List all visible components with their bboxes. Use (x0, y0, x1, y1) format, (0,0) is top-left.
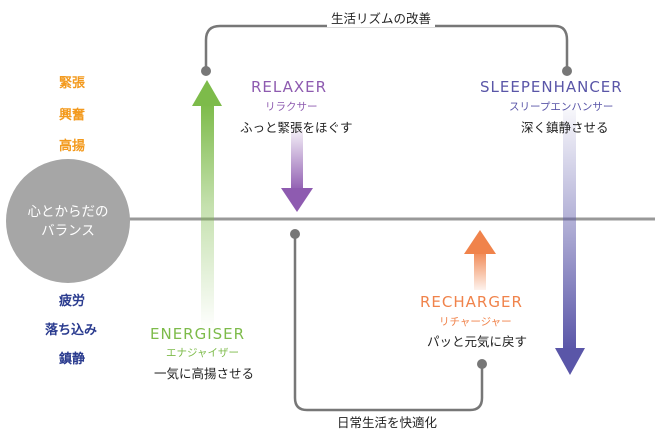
sleepenhancer-kana: スリープエンハンサー (509, 101, 614, 113)
bottom-loop-connector (293, 234, 484, 412)
top-loop-connector (204, 24, 569, 71)
sleepenhancer-name: SLEEPENHANCER (480, 78, 623, 96)
state-fatigue: 疲労 (59, 294, 86, 309)
balance-circle-line1: 心とからだの (27, 204, 109, 220)
energiser-arrow (192, 80, 222, 330)
state-tension: 緊張 (59, 76, 86, 91)
energiser-name: ENERGISER (150, 325, 246, 343)
bottom-loop-left-dot (290, 229, 300, 239)
balance-circle-line2: バランス (41, 223, 95, 239)
bottom-loop-right-dot (477, 359, 487, 369)
sleepenhancer-desc: 深く鎮静させる (521, 120, 609, 135)
relaxer-kana: リラクサー (265, 101, 318, 113)
recharger-desc: パッと元気に戻す (427, 334, 528, 349)
recharger-kana: リチャージャー (439, 316, 512, 328)
recharger-arrow (464, 230, 496, 290)
balance-circle-label: 心とからだの バランス (6, 203, 130, 241)
energiser-desc: 一気に高揚させる (154, 366, 255, 381)
state-depression: 落ち込み (45, 323, 98, 338)
sleepenhancer-arrow (555, 110, 585, 375)
balance-circle (6, 159, 130, 283)
relaxer-desc: ふっと緊張をほぐす (240, 120, 353, 135)
relaxer-name: RELAXER (251, 78, 328, 96)
bottom-loop-label: 日常生活を快適化 (333, 412, 442, 431)
relaxer-arrow (281, 130, 313, 212)
state-calm: 鎮静 (59, 352, 86, 367)
top-loop-left-dot (201, 66, 211, 76)
recharger-name: RECHARGER (420, 293, 523, 311)
top-loop-right-dot (562, 66, 572, 76)
state-excitement: 興奮 (59, 108, 86, 123)
top-loop-label: 生活リズムの改善 (327, 8, 436, 27)
energiser-kana: エナジャイザー (166, 347, 239, 359)
state-elation: 高揚 (59, 139, 86, 154)
